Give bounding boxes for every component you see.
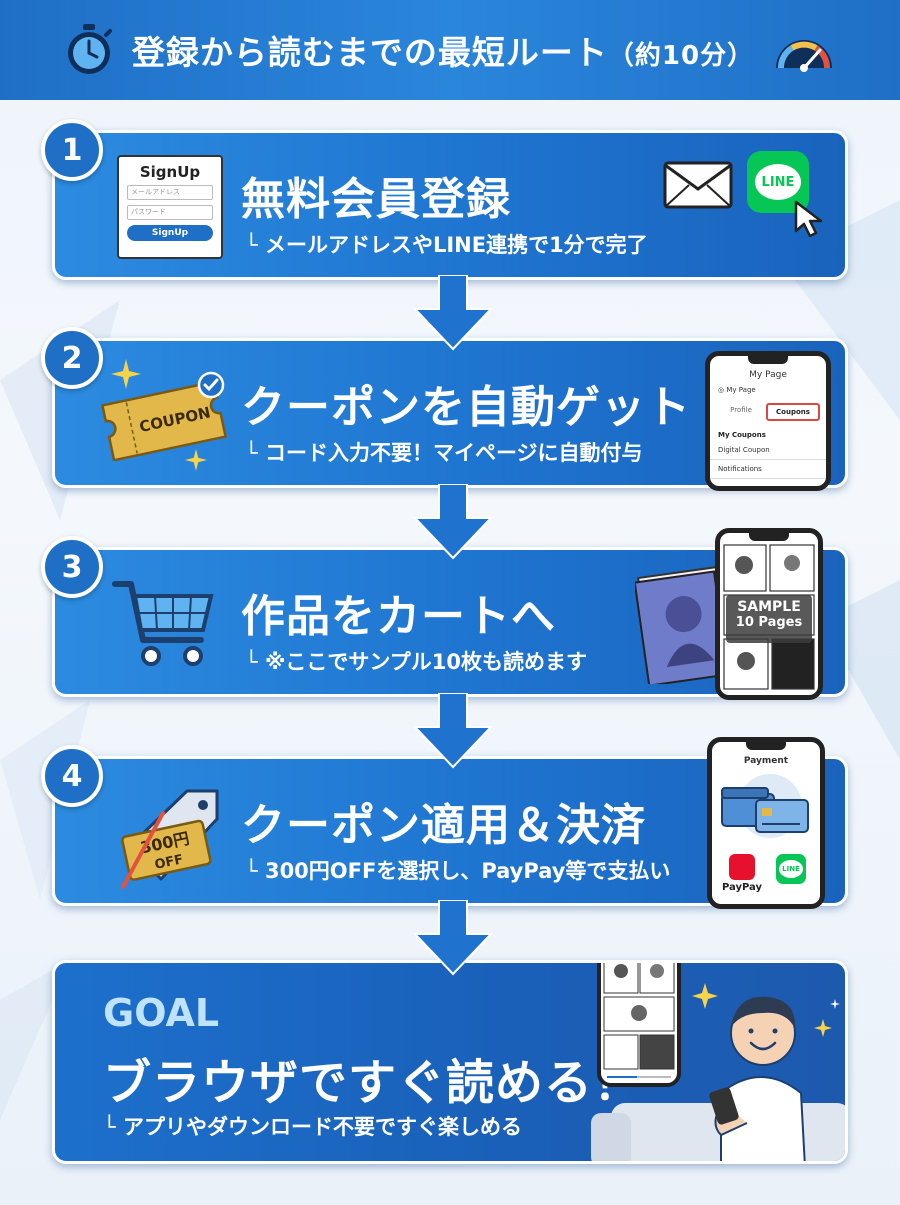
header-bar: 登録から読むまでの最短ルート（約10分） — [0, 0, 900, 100]
step-subtitle: └ ※ここでサンプル10枚も読めます — [245, 650, 587, 674]
goal-card: GOAL ブラウザですぐ読める！ └ アプリやダウンロード不要ですぐ楽しめる — [52, 960, 848, 1164]
step-number-badge: 3 — [41, 536, 103, 598]
down-arrow-icon — [413, 693, 493, 769]
password-field: パスワード — [127, 205, 213, 220]
mypage-phone-illustration: My Page ◎ My Page Profile Coupons My Cou… — [705, 351, 831, 491]
sparkle-icon — [185, 449, 207, 471]
down-arrow-icon — [413, 900, 493, 976]
user-icon: ◎ — [718, 386, 727, 394]
step-subtitle: └ メールアドレスやLINE連携で1分で完了 — [245, 233, 648, 257]
step-title: 無料会員登録 — [241, 174, 511, 225]
sparkle-icon — [111, 359, 141, 389]
tab-profile: Profile — [730, 406, 752, 414]
line-app-icon: LINE — [747, 151, 809, 213]
step-title: クーポンを自動ゲット — [241, 382, 691, 433]
manga-panels-icon — [603, 963, 675, 1078]
step-4-card: 4 300円 OFF クーポン適用＆決済 └ 300円OFFを選択し、PayPa… — [41, 737, 848, 909]
down-arrow-icon — [413, 484, 493, 560]
step-title: クーポン適用＆決済 — [241, 800, 646, 851]
step-1-card: 1 SignUp メールアドレス パスワード SignUp 無料会員登録 └ メ… — [41, 119, 848, 280]
speedometer-icon — [776, 40, 833, 72]
signup-button: SignUp — [127, 225, 213, 241]
goal-subtitle: └ アプリやダウンロード不要ですぐ楽しめる — [103, 1115, 522, 1139]
goal-label: GOAL — [103, 991, 220, 1035]
signup-title: SignUp — [139, 163, 201, 181]
manga-reader-phone — [597, 963, 681, 1087]
discount-off: OFF — [153, 852, 184, 873]
step-number-badge: 2 — [41, 327, 103, 389]
stopwatch-icon — [67, 24, 112, 74]
paypay-logo: PayPay — [720, 854, 764, 893]
step-subtitle: └ コード入力不要！マイページに自動付与 — [245, 441, 643, 465]
shopping-cart-icon — [112, 581, 214, 666]
cursor-icon — [794, 200, 823, 238]
step-number-badge: 1 — [41, 119, 103, 181]
signup-form-illustration: SignUp メールアドレス パスワード SignUp — [117, 155, 223, 259]
line-app-icon: LINE — [776, 854, 806, 884]
down-arrow-icon — [413, 275, 493, 351]
step-number-badge: 4 — [41, 745, 103, 807]
page-title: 登録から読むまでの最短ルート（約10分） — [131, 33, 755, 72]
step-2-card: 2 COUPON クーポンを自動ゲット └ コード入力不要！マイページに自動付与… — [41, 327, 848, 491]
manga-book-icon — [635, 565, 733, 684]
goal-title: ブラウザですぐ読める！ — [103, 1055, 643, 1111]
price-tag-icon: 300円 OFF — [121, 789, 219, 889]
email-field: メールアドレス — [127, 185, 213, 200]
sample-phone-illustration: SAMPLE 10 Pages — [715, 528, 823, 700]
step-title: 作品をカートへ — [241, 591, 556, 642]
envelope-icon — [663, 161, 733, 209]
step-subtitle: └ 300円OFFを選択し、PayPay等で支払い — [245, 859, 671, 883]
step-3-card: 3 作品をカートへ └ ※ここでサンプル10枚も読めます — [41, 528, 848, 700]
wallet-card-icon — [721, 774, 809, 838]
payment-phone-illustration: Payment PayPay LINE — [707, 737, 825, 909]
coupon-ticket-icon: COUPON — [100, 371, 228, 461]
sample-badge: SAMPLE 10 Pages — [726, 595, 812, 643]
reading-person-illustration — [591, 983, 845, 1161]
tab-coupons: Coupons — [766, 403, 820, 421]
